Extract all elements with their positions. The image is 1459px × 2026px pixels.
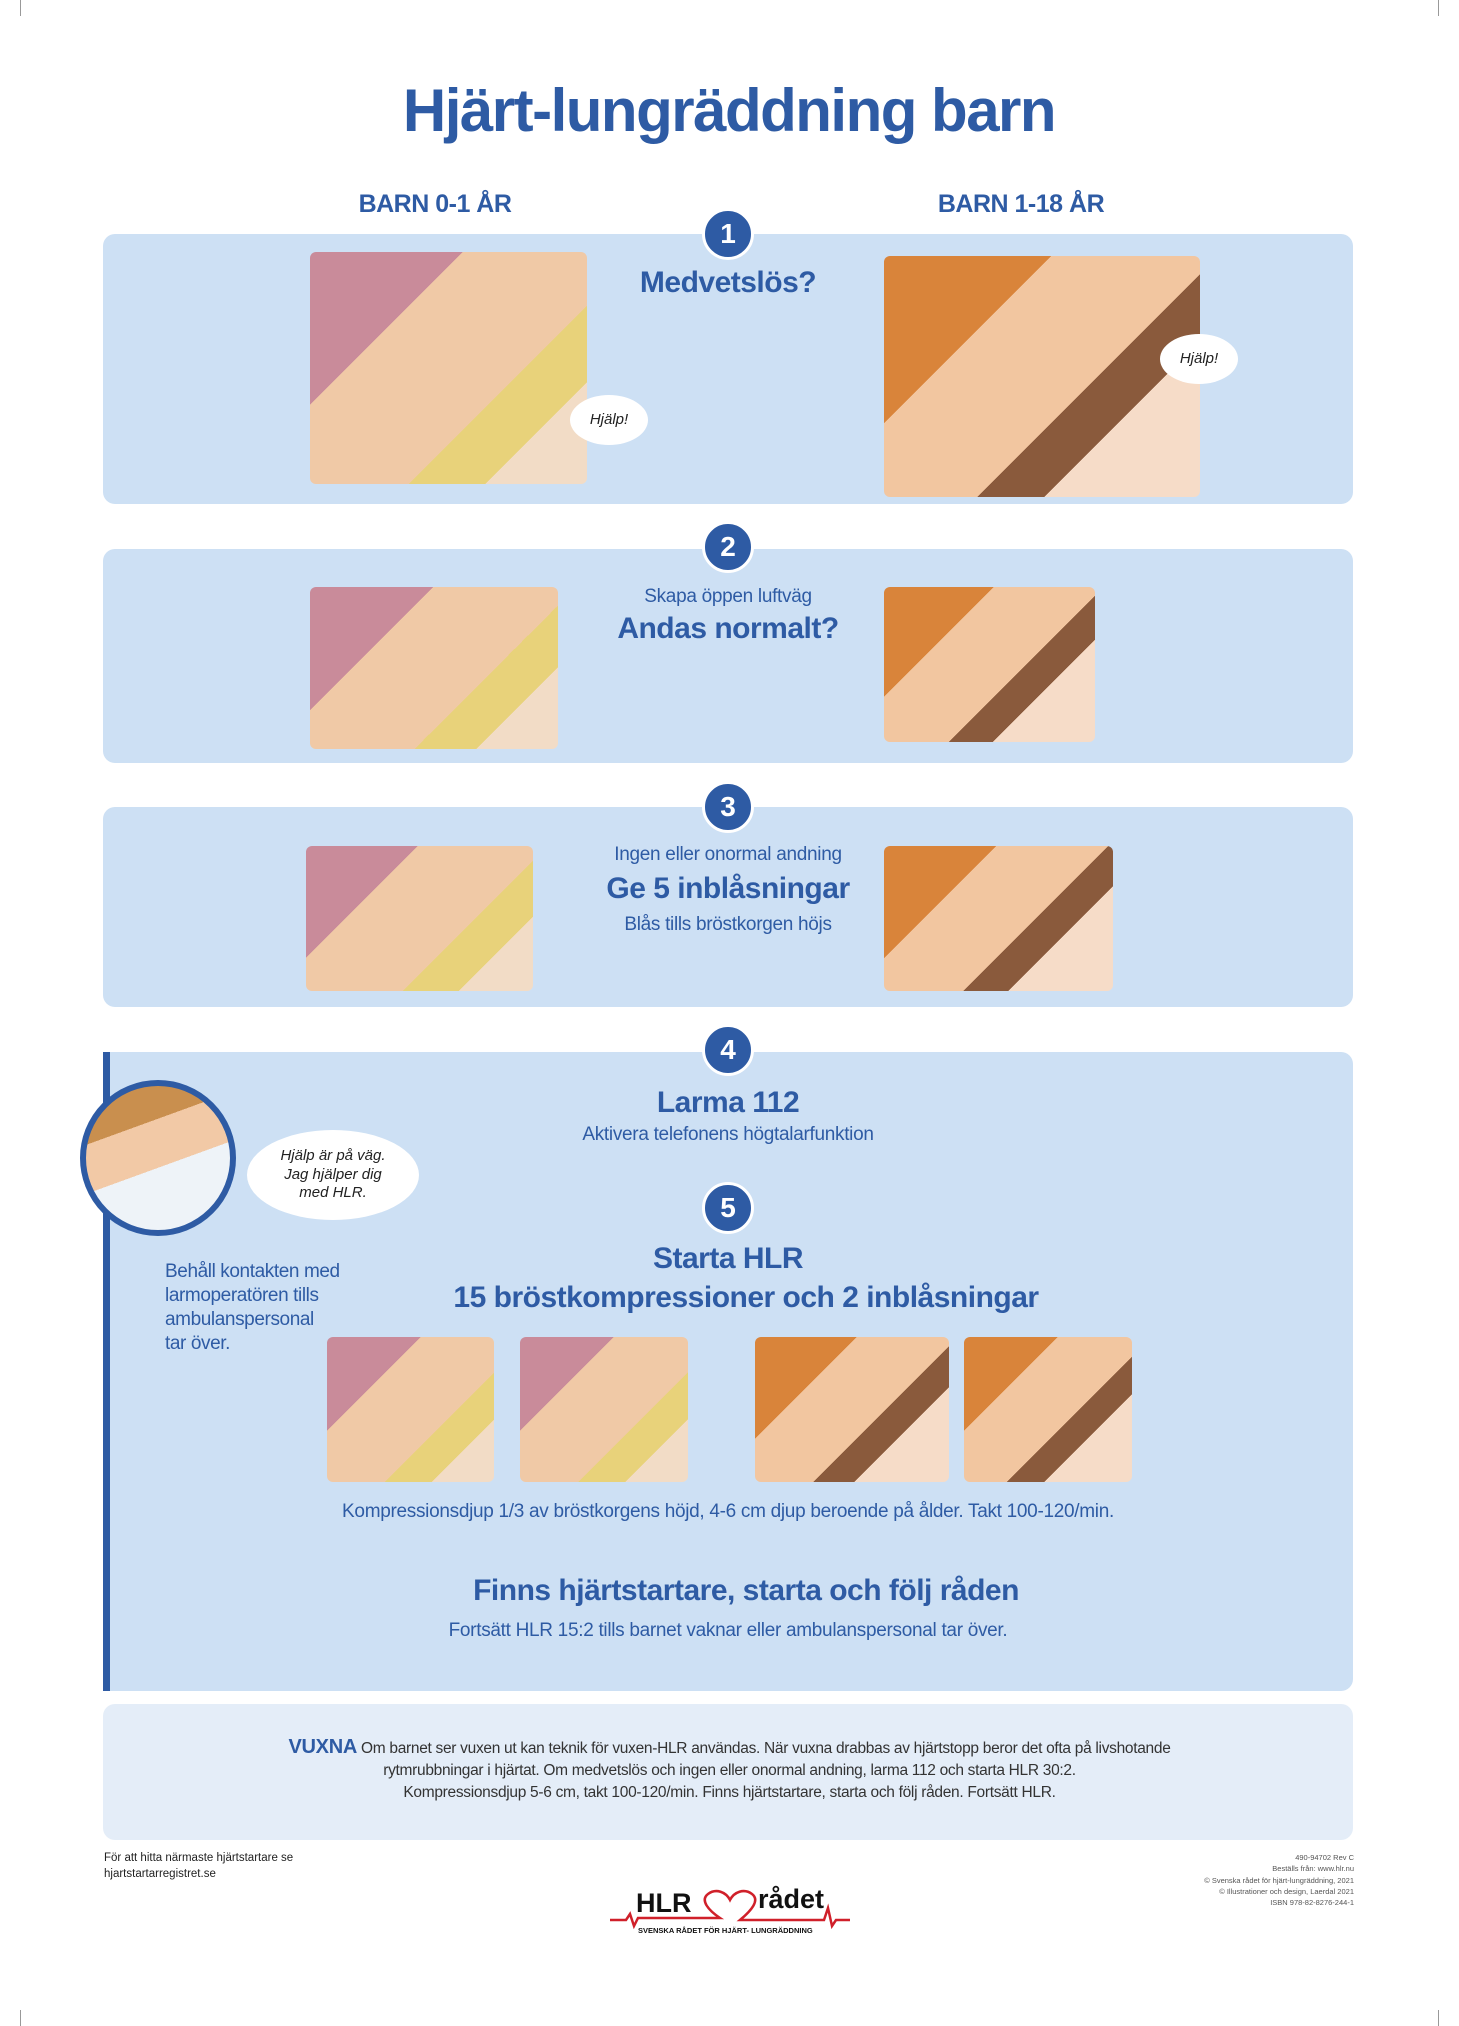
step-post-text: Aktivera telefonens högtalarfunktion — [582, 1124, 874, 1145]
child-compressions-illustration — [755, 1337, 949, 1482]
crop-mark — [20, 0, 21, 16]
child-unconscious-illustration — [884, 256, 1200, 497]
child-airway-illustration — [884, 587, 1095, 742]
crop-mark — [1438, 2010, 1439, 2026]
step-post-text: Blås tills bröstkorgen höjs — [624, 914, 832, 935]
note-line: Behåll kontakten med — [165, 1261, 340, 1282]
note-line: tar över. — [165, 1333, 231, 1354]
logo-text: rådet — [758, 1884, 825, 1914]
adults-text: VUXNA Om barnet ser vuxen ut kan teknik … — [0, 1736, 1459, 1804]
step-number-badge: 2 — [702, 521, 754, 573]
step-number-badge: 3 — [702, 781, 754, 833]
step-3-panel — [103, 807, 1353, 1007]
step-heading: Larma 112 — [656, 1086, 800, 1119]
step-pre-text: Ingen eller onormal andning — [614, 844, 842, 865]
bubble-line: med HLR. — [299, 1184, 367, 1202]
compression-info: Kompressionsdjup 1/3 av bröstkorgens höj… — [342, 1501, 1114, 1522]
infant-breaths-illustration — [520, 1337, 688, 1482]
speech-bubble: Hjälp! — [570, 395, 648, 445]
dispatcher-illustration — [80, 1080, 236, 1236]
publication-info: 490-94702 Rev C Beställs från: www.hlr.n… — [1204, 1852, 1354, 1908]
note-line: larmoperatören tills — [165, 1285, 319, 1306]
step-heading: Ge 5 inblåsningar — [606, 872, 850, 905]
step-number-badge: 4 — [702, 1024, 754, 1076]
infant-airway-illustration — [310, 587, 558, 749]
dispatcher-note: Behåll kontakten med larmoperatören till… — [165, 1260, 340, 1356]
child-rescue-breaths-illustration — [884, 846, 1113, 991]
aed-registry-note: För att hitta närmaste hjärtstartare se … — [104, 1851, 293, 1882]
infant-rescue-breaths-illustration — [306, 846, 533, 991]
heart-ecg-icon — [610, 1889, 850, 1930]
step-2-panel — [103, 549, 1353, 763]
child-breaths-illustration — [964, 1337, 1132, 1482]
page-title: Hjärt-lungräddning barn — [402, 77, 1057, 144]
step-number-badge: 1 — [702, 208, 754, 260]
logo-tagline: SVENSKA RÅDET FÖR HJÄRT- LUNGRÄDDNING — [638, 1926, 813, 1935]
column-header-child: BARN 1-18 ÅR — [937, 190, 1105, 218]
bubble-line: Hjälp är på väg. — [280, 1146, 386, 1164]
footer-line: © Svenska rådet för hjärt-lungräddning, … — [1204, 1875, 1354, 1885]
crop-mark — [20, 2010, 21, 2026]
step-heading-2: 15 bröstkompressioner och 2 inblåsningar — [453, 1281, 1039, 1314]
infant-unconscious-illustration — [310, 252, 587, 484]
footer-link[interactable]: hjartstartarregistret.se — [104, 1867, 216, 1880]
step-heading: Andas normalt? — [617, 612, 839, 645]
bubble-line: Jag hjälper dig — [284, 1165, 382, 1183]
step-number-badge: 5 — [702, 1182, 754, 1234]
aed-heading: Finns hjärtstartare, starta och följ råd… — [473, 1574, 1019, 1607]
footer-line: ISBN 978-82-8276-244-1 — [1270, 1898, 1354, 1907]
adults-line: Kompressionsdjup 5-6 cm, takt 100-120/mi… — [403, 1784, 1056, 1801]
step-pre-text: Skapa öppen luftväg — [644, 586, 812, 607]
adults-line: rytmrubbningar i hjärtat. Om medvetslös … — [383, 1762, 1076, 1779]
footer-line: För att hitta närmaste hjärtstartare se — [104, 1852, 294, 1864]
footer-line: Beställs från: www.hlr.nu — [1272, 1864, 1354, 1874]
column-header-infant: BARN 0-1 ÅR — [358, 190, 512, 218]
adults-line: Om barnet ser vuxen ut kan teknik för vu… — [361, 1740, 1171, 1757]
infant-compressions-illustration — [327, 1337, 494, 1482]
logo-text: HLR — [636, 1888, 692, 1918]
step-heading: Medvetslös? — [639, 266, 817, 299]
footer-line: 490-94702 Rev C — [1295, 1853, 1354, 1862]
footer-line: © Illustrationer och design, Laerdal 202… — [1219, 1886, 1354, 1896]
aed-subtext: Fortsätt HLR 15:2 tills barnet vaknar el… — [448, 1620, 1008, 1641]
crop-mark — [1438, 0, 1439, 16]
step-heading: Starta HLR — [652, 1242, 804, 1275]
hlr-radet-logo: HLR rådet SVENSKA RÅDET FÖR HJÄRT- LUNGR… — [608, 1882, 852, 1942]
adults-label: VUXNA — [288, 1736, 357, 1758]
adults-panel — [103, 1704, 1353, 1840]
speech-bubble: Hjälp! — [1160, 334, 1238, 384]
note-line: ambulanspersonal — [165, 1309, 314, 1330]
